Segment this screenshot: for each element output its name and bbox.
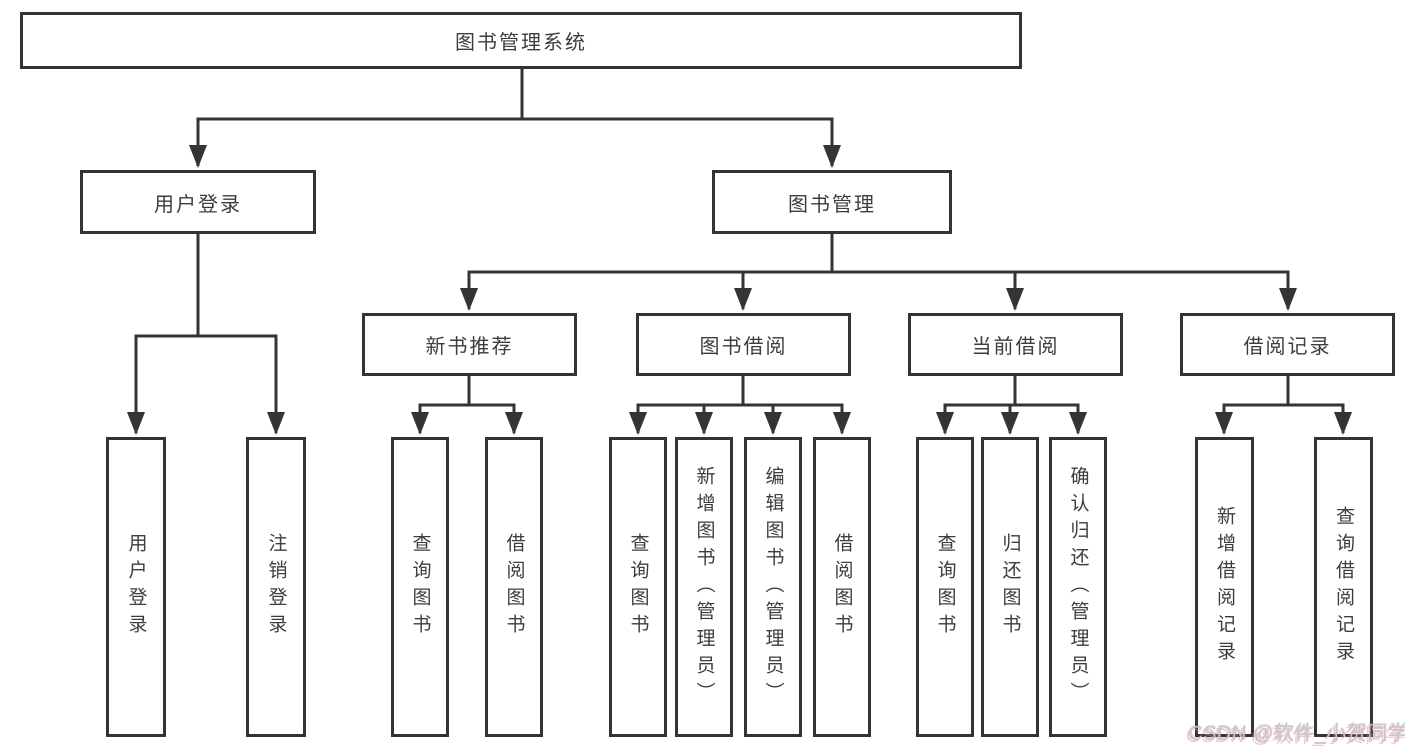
leaf-add-book-admin-label: 新增图书（管理员）: [693, 465, 715, 709]
leaf-edit-book-admin-label: 编辑图书（管理员）: [762, 465, 784, 709]
leaf-return-book-label: 归还图书: [999, 533, 1021, 641]
leaf-borrow-books: 借阅图书: [813, 437, 871, 737]
node-borrow-records-label: 借阅记录: [1243, 336, 1332, 358]
leaf-query-books-borrow-label: 查询图书: [627, 533, 649, 641]
node-root: 图书管理系统: [20, 12, 1022, 69]
leaf-query-borrow-record-label: 查询借阅记录: [1333, 506, 1354, 668]
node-borrow-records: 借阅记录: [1180, 313, 1395, 376]
node-book-management-label: 图书管理: [788, 193, 876, 216]
node-book-management: 图书管理: [712, 170, 952, 234]
leaf-add-borrow-record-label: 新增借阅记录: [1214, 506, 1235, 668]
leaf-return-book: 归还图书: [981, 437, 1039, 737]
leaf-query-books-current: 查询图书: [916, 437, 974, 737]
leaf-borrow-books-recommend: 借阅图书: [485, 437, 543, 737]
node-current-borrow: 当前借阅: [908, 313, 1123, 376]
leaf-user-login-label: 用户登录: [125, 533, 147, 641]
leaf-query-books-current-label: 查询图书: [934, 533, 956, 641]
node-current-borrow-label: 当前借阅: [971, 336, 1060, 358]
leaf-logout-label: 注销登录: [265, 533, 287, 641]
leaf-query-books-recommend: 查询图书: [391, 437, 449, 737]
leaf-borrow-books-label: 借阅图书: [831, 533, 853, 641]
leaf-query-borrow-record: 查询借阅记录: [1314, 437, 1373, 737]
leaf-user-login: 用户登录: [106, 437, 166, 737]
node-book-borrow-label: 图书借阅: [699, 336, 788, 358]
leaf-query-books-recommend-label: 查询图书: [409, 533, 431, 641]
leaf-confirm-return-admin: 确认归还（管理员）: [1049, 437, 1107, 737]
leaf-borrow-books-recommend-label: 借阅图书: [503, 533, 525, 641]
leaf-query-books-borrow: 查询图书: [609, 437, 667, 737]
node-user-login: 用户登录: [80, 170, 316, 234]
node-new-book-recommend: 新书推荐: [362, 313, 577, 376]
leaf-logout: 注销登录: [246, 437, 306, 737]
leaf-confirm-return-admin-label: 确认归还（管理员）: [1067, 465, 1089, 709]
watermark: CSDN @软件_小贺同学: [1188, 723, 1405, 745]
leaf-edit-book-admin: 编辑图书（管理员）: [744, 437, 802, 737]
leaf-add-book-admin: 新增图书（管理员）: [675, 437, 733, 737]
node-root-label: 图书管理系统: [455, 32, 587, 54]
node-new-book-recommend-label: 新书推荐: [425, 336, 514, 358]
leaf-add-borrow-record: 新增借阅记录: [1195, 437, 1254, 737]
node-user-login-label: 用户登录: [154, 193, 242, 216]
node-book-borrow: 图书借阅: [636, 313, 851, 376]
